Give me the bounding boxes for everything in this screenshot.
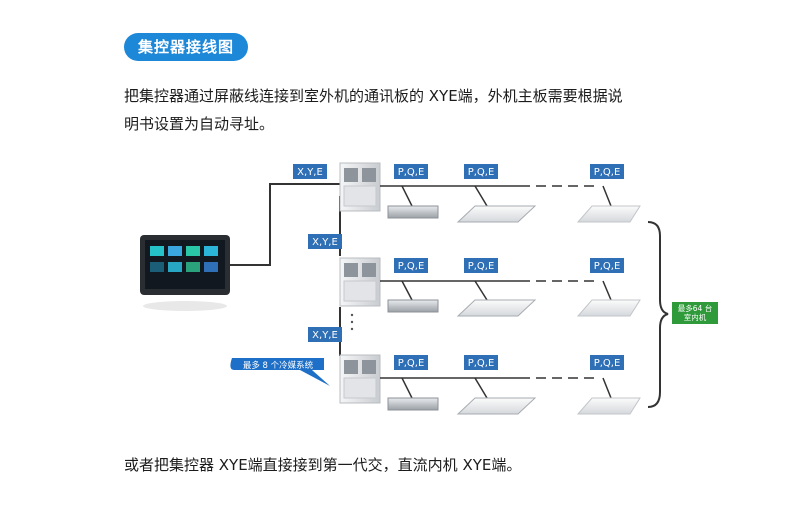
max-indoor-units-line1: 最多64 台 xyxy=(678,303,712,313)
max-indoor-units-line2: 室内机 xyxy=(684,312,707,322)
pqe-tag-text: P,Q,E xyxy=(594,358,621,369)
pqe-tag-text: P,Q,E xyxy=(594,261,621,272)
pqe-bus-lines xyxy=(380,185,612,399)
pqe-tag-text: P,Q,E xyxy=(468,261,495,272)
pqe-tag: P,Q,E xyxy=(590,258,624,273)
indoor-duct-unit-r3 xyxy=(387,397,439,411)
outdoor-unit-2 xyxy=(339,257,381,307)
indoor-group-brace xyxy=(647,221,669,408)
max-outdoor-systems-callout: 最多 8 个冷媒系统 xyxy=(230,358,330,386)
pqe-tag: P,Q,E xyxy=(394,164,428,179)
outdoor-unit-3 xyxy=(339,354,381,404)
indoor-duct-unit-r2 xyxy=(387,299,439,313)
xye-tag-text: X,Y,E xyxy=(312,237,338,248)
central-controller xyxy=(140,235,230,311)
pqe-tag: P,Q,E xyxy=(464,164,498,179)
indoor-cassette-unit-r1 xyxy=(456,205,537,223)
paragraph-intro-line1: 把集控器通过屏蔽线连接到室外机的通讯板的 XYE端，外机主板需要根据说 xyxy=(124,87,623,105)
outdoor-unit-1 xyxy=(339,162,381,212)
max-outdoor-systems-text: 最多 8 个冷媒系统 xyxy=(243,360,314,371)
pqe-tag-text: P,Q,E xyxy=(398,358,425,369)
xye-tag-text: X,Y,E xyxy=(312,330,338,341)
indoor-cassette-unit-r3 xyxy=(456,397,537,415)
indoor-ceiling-unit-r3 xyxy=(576,397,641,415)
indoor-cassette-unit-r2 xyxy=(456,299,537,317)
xye-tag-text: X,Y,E xyxy=(297,167,323,178)
xye-tag-1: X,Y,E xyxy=(293,164,327,179)
indoor-ceiling-unit-r2 xyxy=(576,299,641,317)
indoor-ceiling-unit-r1 xyxy=(576,205,641,223)
xye-tag-2: X,Y,E xyxy=(308,234,342,249)
max-indoor-units-badge: 最多64 台 室内机 xyxy=(672,302,718,324)
pqe-tag: P,Q,E xyxy=(590,164,624,179)
indoor-duct-unit-r1 xyxy=(387,205,439,219)
pqe-tag-text: P,Q,E xyxy=(594,167,621,178)
pqe-tag: P,Q,E xyxy=(394,355,428,370)
pqe-tag: P,Q,E xyxy=(590,355,624,370)
more-systems-dots xyxy=(350,313,354,331)
pqe-tag: P,Q,E xyxy=(464,355,498,370)
section-title-badge: 集控器接线图 xyxy=(124,33,249,61)
pqe-tag-text: P,Q,E xyxy=(398,167,425,178)
paragraph-alternative: 或者把集控器 XYE端直接接到第一代交，直流内机 XYE端。 xyxy=(124,456,522,474)
paragraph-intro-line2: 明书设置为自动寻址。 xyxy=(124,115,275,133)
pqe-tag-text: P,Q,E xyxy=(398,261,425,272)
pqe-tag-text: P,Q,E xyxy=(468,358,495,369)
xye-tag-3: X,Y,E xyxy=(308,327,342,342)
pqe-tag-text: P,Q,E xyxy=(468,167,495,178)
pqe-tag: P,Q,E xyxy=(394,258,428,273)
pqe-tag: P,Q,E xyxy=(464,258,498,273)
